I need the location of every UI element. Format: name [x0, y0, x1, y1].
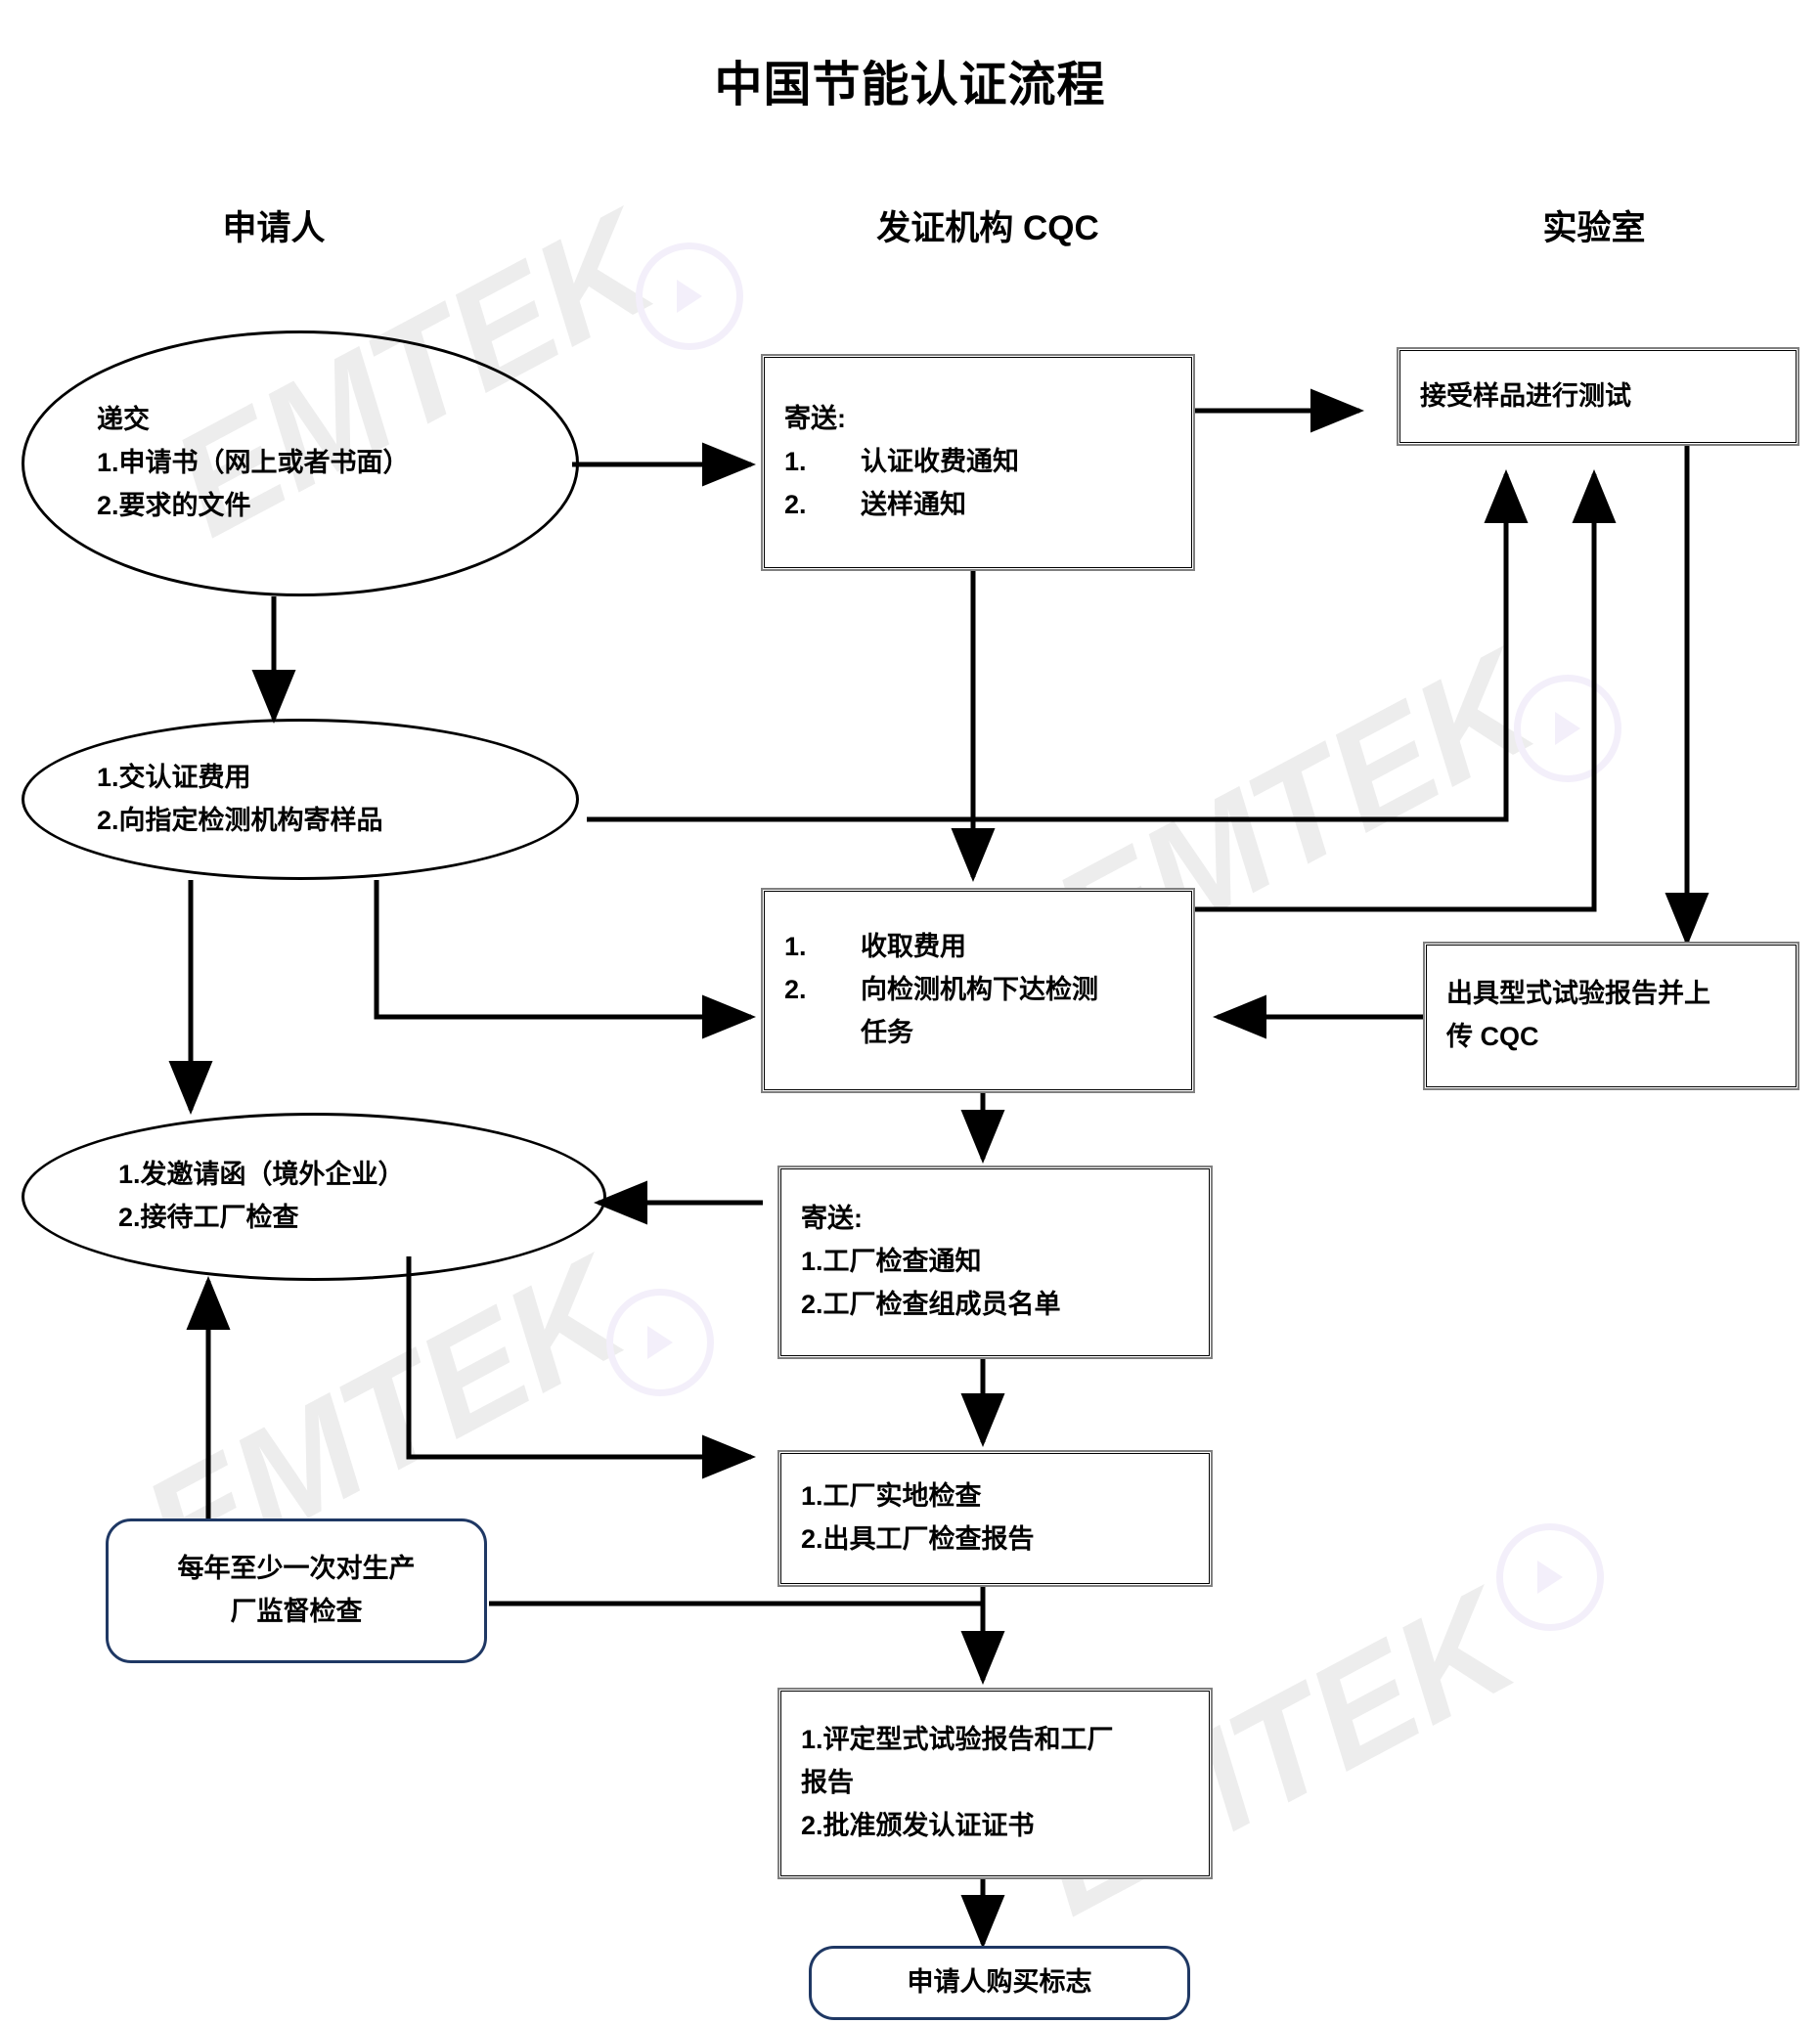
node-apply-line-1: 递交 [97, 405, 150, 435]
node-evaluate-line-2: 报告 [801, 1768, 854, 1798]
node-factory-check[interactable]: 1.工厂实地检查 2.出具工厂检查报告 [777, 1450, 1213, 1587]
connector-collectfee-to-receivesample [1195, 469, 1617, 912]
node-factory-check-line-1: 1.工厂实地检查 [801, 1481, 982, 1512]
list-text: 向检测机构下达检测 [861, 975, 1098, 1005]
list-text: 任务 [861, 1017, 913, 1047]
node-yearly-supervision-line-1: 每年至少一次对生产 [177, 1554, 416, 1584]
node-send-notice[interactable]: 寄送: 1. 认证收费通知 2. 送样通知 [761, 354, 1195, 571]
node-send-inspection-line-2: 2.工厂检查组成员名单 [801, 1289, 1061, 1319]
node-evaluate-line-3: 2.批准颁发认证证书 [801, 1810, 1035, 1840]
node-collect-fee[interactable]: 1. 收取费用 2. 向检测机构下达检测 任务 [761, 888, 1195, 1093]
list-number: 1. [784, 447, 807, 477]
node-apply-line-3: 2.要求的文件 [97, 490, 251, 520]
node-apply-line-2: 1.申请书（网上或者书面） [97, 448, 410, 478]
node-pay-fee-line-1: 1.交认证费用 [97, 762, 251, 792]
node-test-report[interactable]: 出具型式试验报告并上 传 CQC [1423, 942, 1799, 1090]
watermark-ring-1 [636, 242, 743, 350]
node-apply[interactable]: 递交 1.申请书（网上或者书面） 2.要求的文件 [22, 330, 579, 596]
node-factory-check-line-2: 2.出具工厂检查报告 [801, 1524, 1035, 1554]
node-receive-sample-line-1: 接受样品进行测试 [1420, 380, 1631, 411]
node-test-report-line-1: 出具型式试验报告并上 [1446, 979, 1710, 1009]
node-send-notice-item-1: 1. 认证收费通知 [784, 441, 1172, 484]
node-test-report-line-2: 传 CQC [1446, 1022, 1539, 1051]
node-collect-fee-item-2: 2. 向检测机构下达检测 [784, 969, 1172, 1012]
list-text: 收取费用 [861, 932, 966, 962]
connector-payfee-to-collectfee [374, 880, 756, 1039]
node-send-inspection-header: 寄送: [801, 1204, 863, 1234]
node-yearly-supervision[interactable]: 每年至少一次对生产 厂监督检查 [106, 1518, 487, 1663]
list-number: 2. [784, 975, 807, 1005]
node-buy-mark[interactable]: 申请人购买标志 [809, 1946, 1190, 2020]
node-invitation-line-1: 1.发邀请函（境外企业） [118, 1160, 405, 1190]
column-header-cqc: 发证机构 CQC [876, 209, 1099, 247]
node-pay-fee-line-2: 2.向指定检测机构寄样品 [97, 805, 383, 835]
watermark-ring-4 [1496, 1523, 1604, 1631]
node-send-inspection[interactable]: 寄送: 1.工厂检查通知 2.工厂检查组成员名单 [777, 1166, 1213, 1359]
node-collect-fee-item-1: 1. 收取费用 [784, 926, 1172, 969]
node-send-notice-header: 寄送: [784, 404, 846, 434]
node-receive-sample[interactable]: 接受样品进行测试 [1397, 347, 1799, 446]
list-text: 认证收费通知 [861, 447, 1019, 477]
list-number: 1. [784, 932, 807, 962]
watermark-ring-3 [606, 1289, 714, 1396]
connector-yearly-to-factorycheck [489, 1584, 986, 1606]
node-yearly-supervision-line-2: 厂监督检查 [230, 1597, 363, 1626]
list-text: 送样通知 [861, 489, 966, 519]
column-header-applicant: 申请人 [222, 209, 326, 247]
node-evaluate-line-1: 1.评定型式试验报告和工厂 [801, 1725, 1114, 1755]
node-buy-mark-line-1: 申请人购买标志 [907, 1967, 1092, 1998]
node-collect-fee-item-3: 任务 [784, 1012, 1172, 1055]
watermark-ring-2 [1514, 675, 1621, 782]
connector-invitation-to-factorycheck [406, 1256, 756, 1479]
node-invitation-line-2: 2.接待工厂检查 [118, 1203, 299, 1232]
list-number: 2. [784, 489, 807, 519]
node-send-inspection-line-1: 1.工厂检查通知 [801, 1247, 982, 1277]
node-pay-fee[interactable]: 1.交认证费用 2.向指定检测机构寄样品 [22, 719, 579, 880]
page-title: 中国节能认证流程 [714, 59, 1106, 111]
node-send-notice-item-2: 2. 送样通知 [784, 484, 1172, 527]
column-header-lab: 实验室 [1542, 209, 1646, 247]
node-evaluate[interactable]: 1.评定型式试验报告和工厂 报告 2.批准颁发认证证书 [777, 1688, 1213, 1879]
node-invitation[interactable]: 1.发邀请函（境外企业） 2.接待工厂检查 [22, 1113, 606, 1281]
